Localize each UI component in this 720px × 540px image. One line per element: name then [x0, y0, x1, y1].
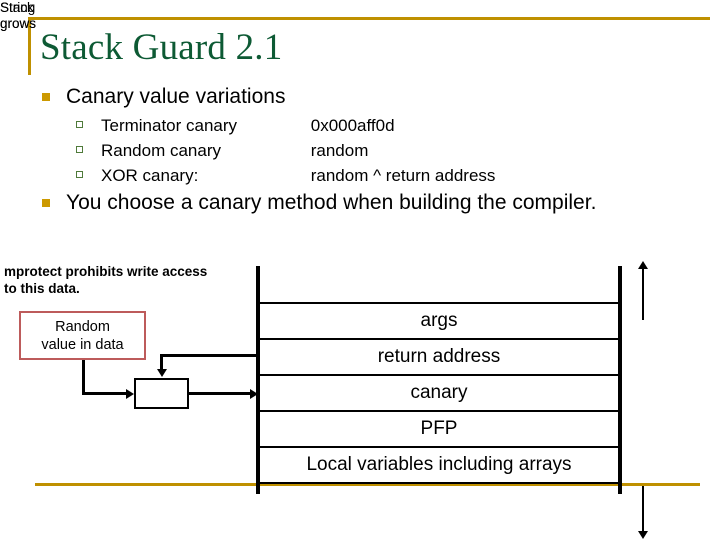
random-value-box-line2: value in data [41, 336, 124, 353]
stack-row-return-address: return address [258, 338, 620, 374]
connector-return-address-down [160, 354, 163, 370]
sub-bullet-list: Terminator canary 0x000aff0d Random cana… [38, 113, 678, 188]
sub-bullet-item-random: Random canary random [38, 138, 678, 163]
hollow-square-bullet-icon [76, 146, 83, 153]
stack-row [258, 266, 620, 302]
sub-bullet-term: Random canary [101, 141, 222, 160]
stack-row-args: args [258, 302, 620, 338]
hollow-square-bullet-icon [76, 171, 83, 178]
title-rule-top [28, 17, 710, 20]
arrow-down-icon [638, 531, 648, 539]
stack-row-canary: canary [258, 374, 620, 410]
square-bullet-icon [42, 93, 50, 101]
sub-bullet-item-xor: XOR canary: random ^ return address [38, 163, 678, 188]
arrow-into-xor-box-left-icon [126, 388, 134, 399]
stack-grows-arrow-shaft [642, 486, 644, 532]
bullet-item-choose-method: You choose a canary method when building… [38, 190, 658, 216]
sub-bullet-value: random ^ return address [310, 166, 496, 185]
stack-frame-table: args return address canary PFP Local var… [256, 266, 622, 494]
stack-row-label: args [420, 310, 458, 331]
bullet-label: Canary value variations [66, 85, 286, 108]
stack-grows-line1: Stack [0, 0, 34, 15]
stack-row [258, 482, 620, 494]
bullet-label: You choose a canary method when building… [66, 191, 597, 214]
footer-rule [35, 483, 700, 486]
page-title: Stack Guard 2.1 [40, 27, 283, 68]
string-grows-line1: String [0, 0, 36, 15]
connector-random-down [82, 360, 85, 394]
string-grows-arrow-shaft [642, 268, 644, 320]
stack-row-pfp: PFP [258, 410, 620, 446]
hollow-square-bullet-icon [76, 121, 83, 128]
sub-bullet-term: Terminator canary [101, 116, 238, 135]
sub-bullet-item-terminator: Terminator canary 0x000aff0d [38, 113, 678, 138]
stack-row-label: return address [377, 346, 501, 367]
bullet-list: Canary value variations Terminator canar… [38, 84, 678, 218]
stack-right-border [618, 266, 622, 494]
square-bullet-icon [42, 199, 50, 207]
arrow-into-canary-icon [250, 388, 258, 399]
sub-bullet-term: XOR canary: [101, 166, 199, 185]
stack-row-local-variables: Local variables including arrays [258, 446, 620, 482]
connector-xor-to-canary [189, 392, 251, 395]
title-rule-left [28, 17, 31, 75]
sub-bullet-value: random [310, 141, 369, 160]
arrow-into-xor-box-top-icon [156, 369, 167, 377]
stack-left-border [256, 266, 260, 494]
mprotect-note: mprotect prohibits write access to this … [4, 264, 208, 296]
stack-row-label: Local variables including arrays [306, 454, 572, 475]
connector-random-right [82, 392, 127, 395]
xor-operation-box [134, 378, 189, 409]
stack-row-label: PFP [420, 418, 458, 439]
arrow-up-icon [638, 261, 648, 269]
random-value-box: Random value in data [19, 311, 146, 360]
random-value-box-line1: Random [55, 318, 110, 335]
connector-return-address-left [160, 354, 259, 357]
bullet-item-canary-variations: Canary value variations [38, 84, 678, 110]
stack-row-label: canary [410, 382, 468, 403]
sub-bullet-value: 0x000aff0d [310, 116, 395, 135]
